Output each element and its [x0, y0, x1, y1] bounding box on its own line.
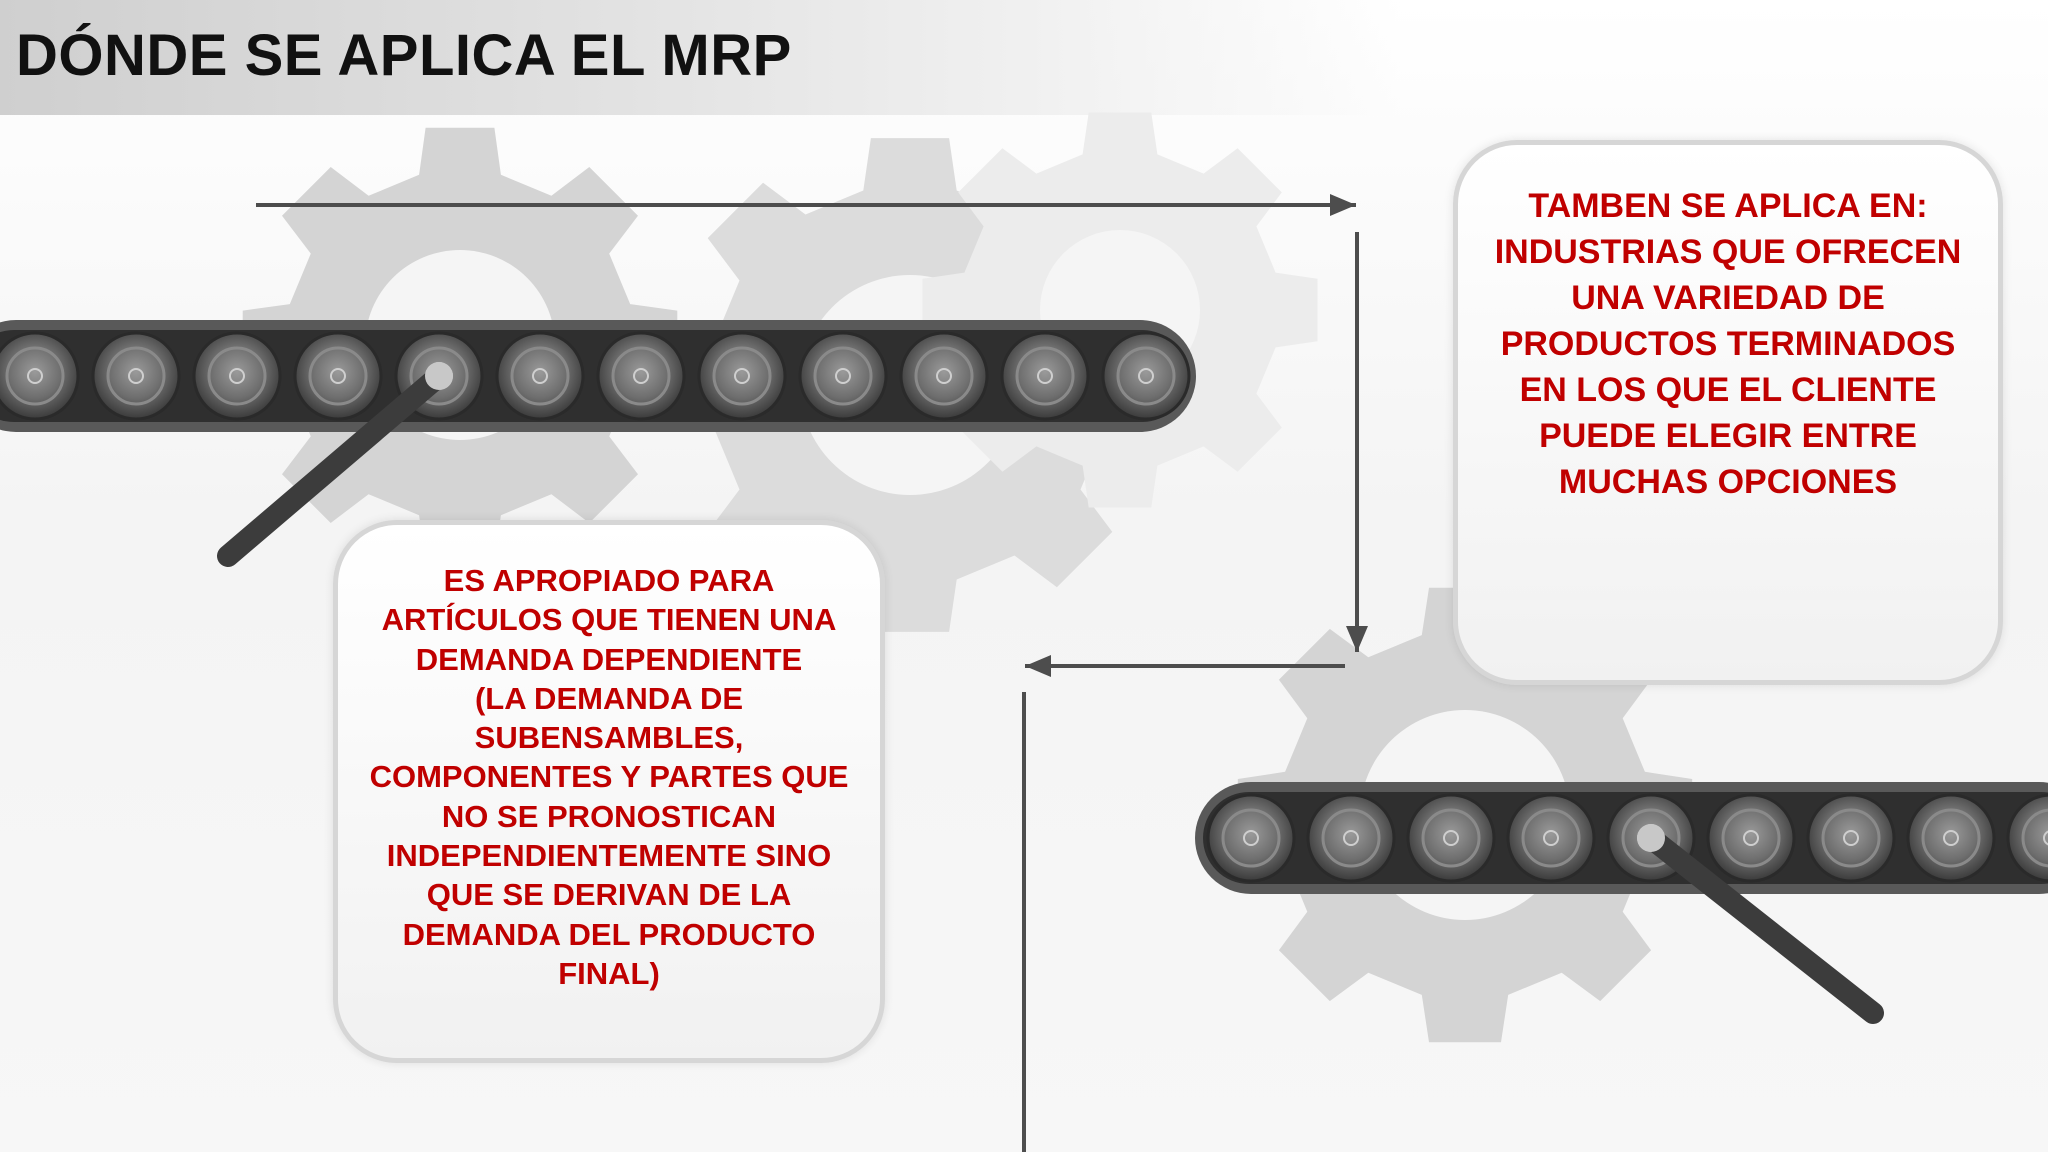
conveyor-arm — [217, 365, 450, 567]
box-text-line: UNA VARIEDAD DE — [1571, 279, 1885, 317]
box-text-line: TAMBEN SE APLICA EN: — [1528, 187, 1928, 225]
roller — [0, 331, 80, 421]
conveyor-arm — [1640, 827, 1884, 1024]
arrow-left-icon — [1025, 655, 1345, 677]
roller — [596, 331, 686, 421]
box-text-line: PUEDE ELEGIR ENTRE — [1539, 417, 1917, 455]
roller — [1906, 793, 1996, 883]
conveyor-belt-icon — [0, 320, 1196, 567]
roller — [2006, 793, 2048, 883]
roller — [798, 331, 888, 421]
box-text-line: MUCHAS OPCIONES — [1558, 463, 1898, 501]
arrow-right-icon — [256, 194, 1356, 216]
roller — [1406, 793, 1496, 883]
box-text-line: QUE SE DERIVAN DE LA — [426, 877, 792, 913]
roller — [899, 331, 989, 421]
box-text-line: ES APROPIADO PARA — [443, 563, 775, 598]
box-text-line: (LA DEMANDA DE — [474, 680, 744, 716]
roller — [1206, 793, 1296, 883]
dependent-demand-box: ES APROPIADO PARA ARTÍCULOS QUE TIENEN UN… — [333, 520, 885, 1063]
box-text-line: COMPONENTES Y PARTES QUE — [369, 759, 849, 795]
box-text-line: FINAL) — [558, 955, 660, 991]
roller — [1806, 793, 1896, 883]
applications-box: TAMBEN SE APLICA EN: INDUSTRIAS QUE OFREC… — [1453, 140, 2003, 685]
roller — [91, 331, 181, 421]
roller — [697, 331, 787, 421]
roller — [192, 331, 282, 421]
box-text-line: EN LOS QUE EL CLIENTE — [1519, 371, 1937, 409]
conveyor-belt-icon — [1195, 782, 2048, 1024]
gear-icon — [922, 112, 1318, 508]
box-text-line: DEMANDA DEL PRODUCTO — [402, 916, 816, 952]
box-text-line: INDUSTRIAS QUE OFRECEN — [1494, 233, 1962, 271]
roller — [293, 331, 383, 421]
arrow-down-icon — [1346, 232, 1368, 652]
conveyor-group — [0, 320, 2048, 1024]
roller — [1101, 331, 1191, 421]
roller — [495, 331, 585, 421]
box-text-line: PRODUCTOS TERMINADOS — [1500, 325, 1956, 363]
roller — [1306, 793, 1396, 883]
roller — [1706, 793, 1796, 883]
slide-title: DÓNDE SE APLICA EL MRP — [16, 23, 792, 88]
box-text-line: NO SE PRONOSTICAN — [441, 798, 777, 834]
box-text-line: ARTÍCULOS QUE TIENEN UNA — [381, 602, 837, 638]
box-text-line: SUBENSAMBLES, — [474, 720, 744, 756]
roller — [1000, 331, 1090, 421]
flow-arrows — [256, 194, 1368, 1152]
box-text-line: DEMANDA DEPENDIENTE — [415, 641, 803, 677]
box-text-line: INDEPENDIENTEMENTE SINO — [386, 838, 832, 874]
roller — [1506, 793, 1596, 883]
title-bar: DÓNDE SE APLICA EL MRP — [0, 0, 1400, 115]
